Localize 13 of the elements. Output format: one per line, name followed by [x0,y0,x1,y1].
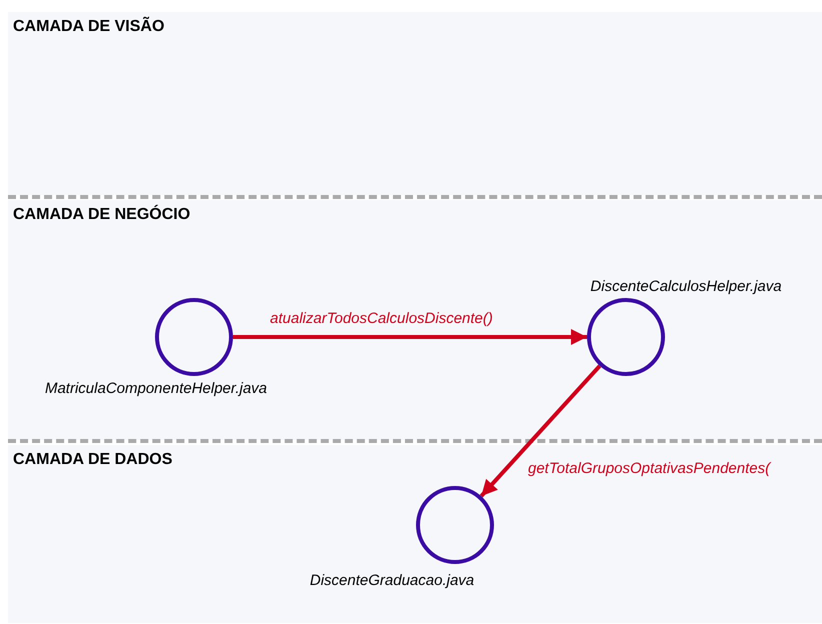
layer-heading: CAMADA DE NEGÓCIO [13,206,190,224]
layer-band [8,12,822,195]
layer-band [8,200,822,440]
node-caption: MatriculaComponenteHelper.java [44,380,268,397]
node-caption: DiscenteGraduacao.java [310,572,474,589]
edge-label: getTotalGruposOptativasPendentes( [528,460,770,477]
layer-band [8,445,822,623]
arrow [480,364,602,498]
layer-heading: CAMADA DE VISÃO [13,18,164,36]
arrow [233,329,587,345]
edge-label: atualizarTodosCalculosDiscente() [270,310,493,327]
node-caption: DiscenteCalculosHelper.java [590,278,782,295]
layer-heading: CAMADA DE DADOS [13,451,172,469]
